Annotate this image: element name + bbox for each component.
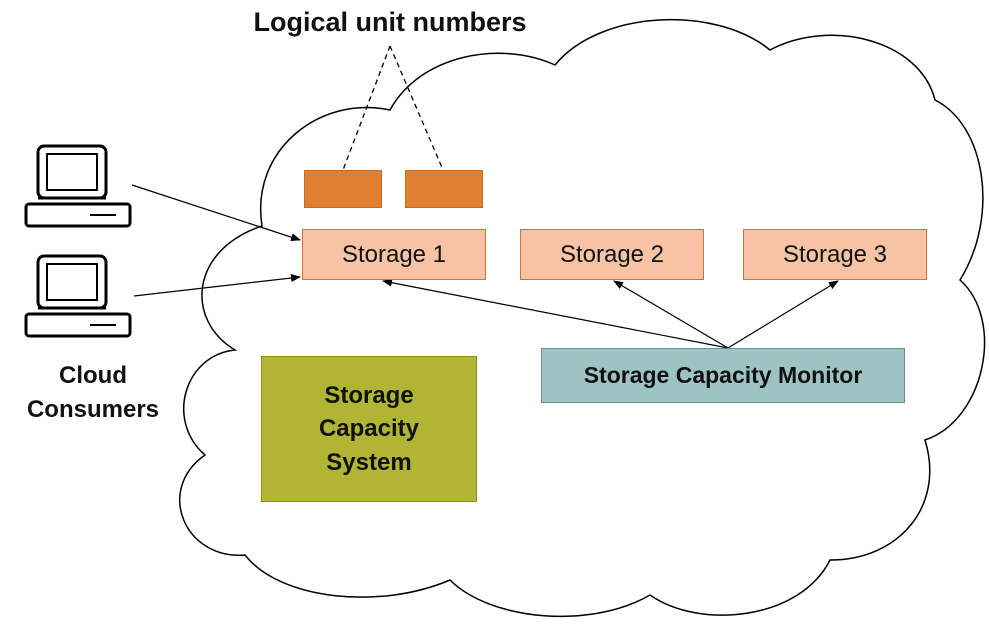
cloud-shape bbox=[179, 18, 986, 618]
storage-capacity-system-text: Storage Capacity System bbox=[319, 379, 419, 480]
storage-capacity-system-box: Storage Capacity System bbox=[261, 356, 477, 502]
monitor-arrow-storage1 bbox=[382, 278, 729, 349]
logical-unit-numbers-label: Logical unit numbers bbox=[253, 7, 527, 37]
storage-3-label: Storage 3 bbox=[782, 240, 888, 268]
computer-icon bbox=[24, 144, 132, 228]
storage-1-box: Storage 1 bbox=[302, 229, 486, 280]
monitor-arrow-storage2 bbox=[613, 280, 729, 349]
system-line-2: Capacity bbox=[318, 415, 420, 443]
logical-unit-block-2 bbox=[405, 170, 483, 208]
storage-2-box: Storage 2 bbox=[520, 229, 704, 280]
monitor-arrow-storage3 bbox=[727, 280, 839, 349]
lun-dashed-line-right bbox=[389, 45, 444, 171]
consumer-arrow-bottom bbox=[133, 274, 301, 297]
storage-capacity-monitor-label: Storage Capacity Monitor bbox=[583, 362, 863, 388]
consumer-arrow-top bbox=[131, 184, 301, 242]
storage-2-label: Storage 2 bbox=[559, 240, 665, 268]
storage-1-label: Storage 1 bbox=[341, 240, 447, 268]
system-line-1: Storage bbox=[324, 381, 414, 409]
storage-capacity-monitor-box: Storage Capacity Monitor bbox=[541, 348, 905, 403]
consumers-line-1: Cloud bbox=[59, 362, 127, 389]
logical-unit-block-1 bbox=[304, 170, 382, 208]
lun-dashed-line-left bbox=[342, 45, 391, 171]
storage-3-box: Storage 3 bbox=[743, 229, 927, 280]
consumers-line-2: Consumers bbox=[26, 395, 160, 423]
system-line-3: System bbox=[326, 448, 412, 476]
cloud-consumers-label: Cloud Consumers bbox=[18, 359, 168, 426]
computer-icon bbox=[24, 254, 132, 338]
